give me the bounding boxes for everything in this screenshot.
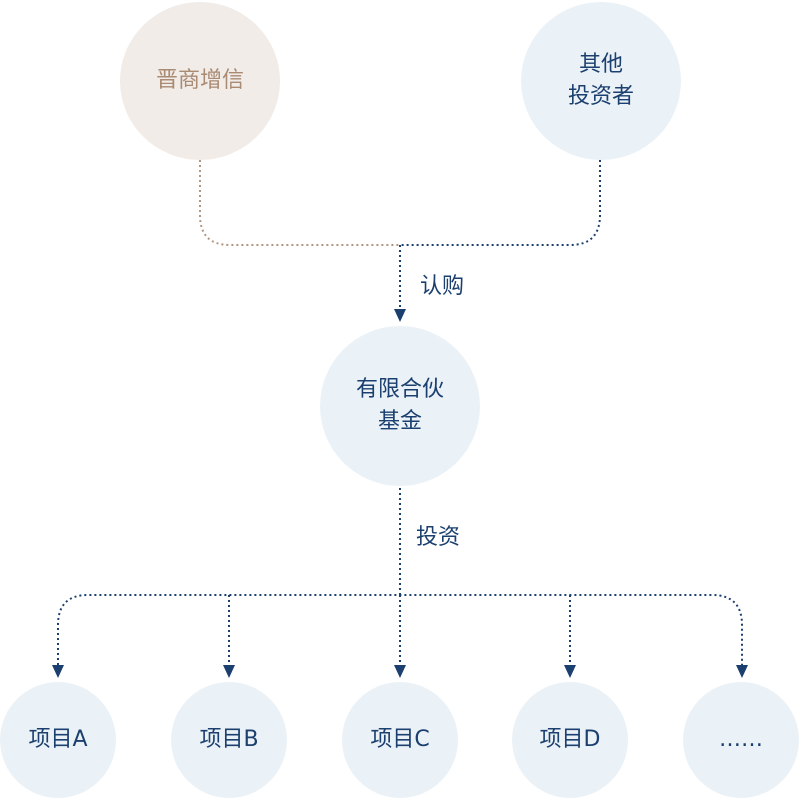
arrowhead-fund: [394, 309, 406, 322]
node-other-investors: 其他 投资者: [521, 2, 681, 160]
edge-label-invest: 投资: [416, 525, 461, 550]
node-jinshang-label: 晋商增信: [155, 68, 244, 93]
node-jinshang-credit: 晋商增信: [120, 2, 280, 160]
node-project-d: 项目D: [512, 682, 628, 798]
line-others: [400, 160, 601, 246]
project-label: ……: [719, 727, 763, 752]
project-label: 项目D: [539, 727, 601, 752]
node-project-c: 项目C: [342, 682, 458, 798]
node-project-more: ……: [683, 682, 799, 798]
line-jinshang: [199, 160, 400, 246]
project-label: 项目B: [199, 727, 259, 752]
node-fund-line1: 有限合伙: [355, 377, 444, 402]
project-label: 项目C: [370, 727, 430, 752]
edge-label-subscribe: 认购: [420, 274, 465, 299]
node-lp-fund: 有限合伙 基金: [320, 326, 480, 486]
node-project-b: 项目B: [171, 682, 287, 798]
node-others-line2: 投资者: [567, 84, 634, 109]
node-others-line1: 其他: [578, 52, 623, 77]
project-label: 项目A: [28, 727, 88, 752]
project-arrowheads: [52, 665, 748, 678]
node-fund-line2: 基金: [377, 409, 422, 434]
node-project-a: 项目A: [0, 682, 116, 798]
